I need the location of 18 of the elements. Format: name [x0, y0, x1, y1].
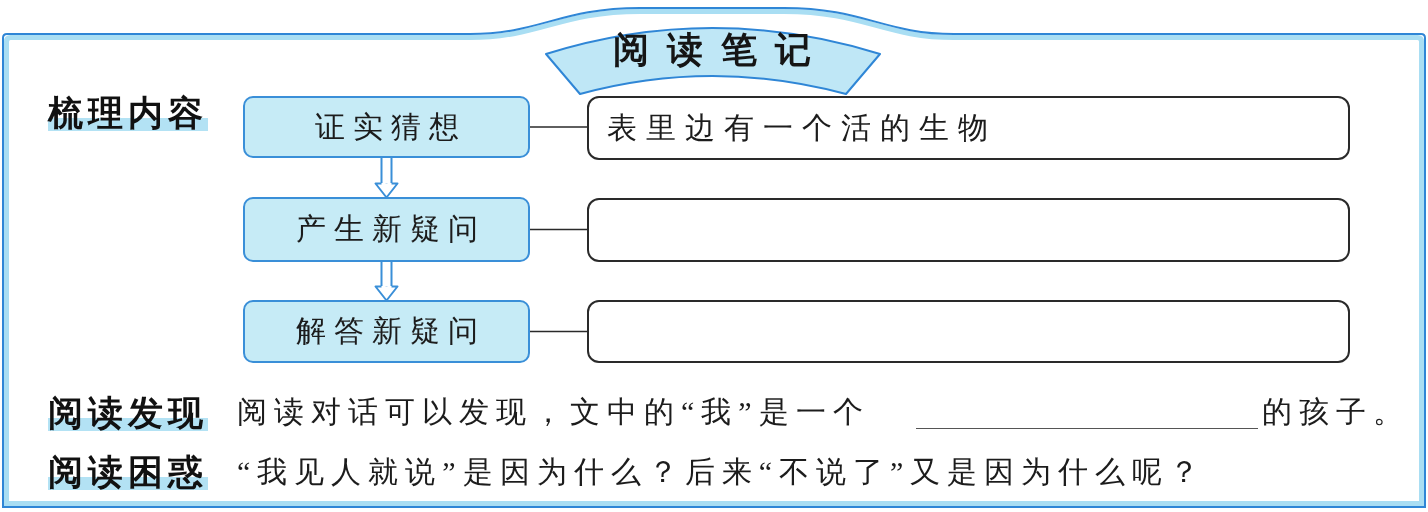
block-arrow [374, 157, 399, 199]
section-heading: 阅读发现 [48, 393, 208, 433]
step-box: 证实猜想 [243, 96, 530, 158]
step-box: 产生新疑问 [243, 197, 530, 262]
answer-box [587, 198, 1350, 262]
connector-line [529, 330, 588, 333]
answer-box [587, 300, 1350, 363]
connector-line [529, 126, 588, 128]
section-heading: 阅读困惑 [48, 452, 208, 492]
block-arrow [374, 261, 399, 302]
section-heading: 梳理内容 [48, 93, 208, 133]
answer-box: 表里边有一个活的生物 [587, 96, 1350, 160]
title: 阅读笔记 [612, 29, 829, 71]
step-box: 解答新疑问 [243, 300, 530, 363]
prompt-text: 阅读对话可以发现，文中的“我”是一个 [237, 394, 870, 430]
prompt-text: 的孩子。 [1262, 394, 1410, 430]
prompt-text: “我见人就说”是因为什么？后来“不说了”又是因为什么呢？ [237, 454, 1207, 490]
connector-line [529, 228, 588, 231]
